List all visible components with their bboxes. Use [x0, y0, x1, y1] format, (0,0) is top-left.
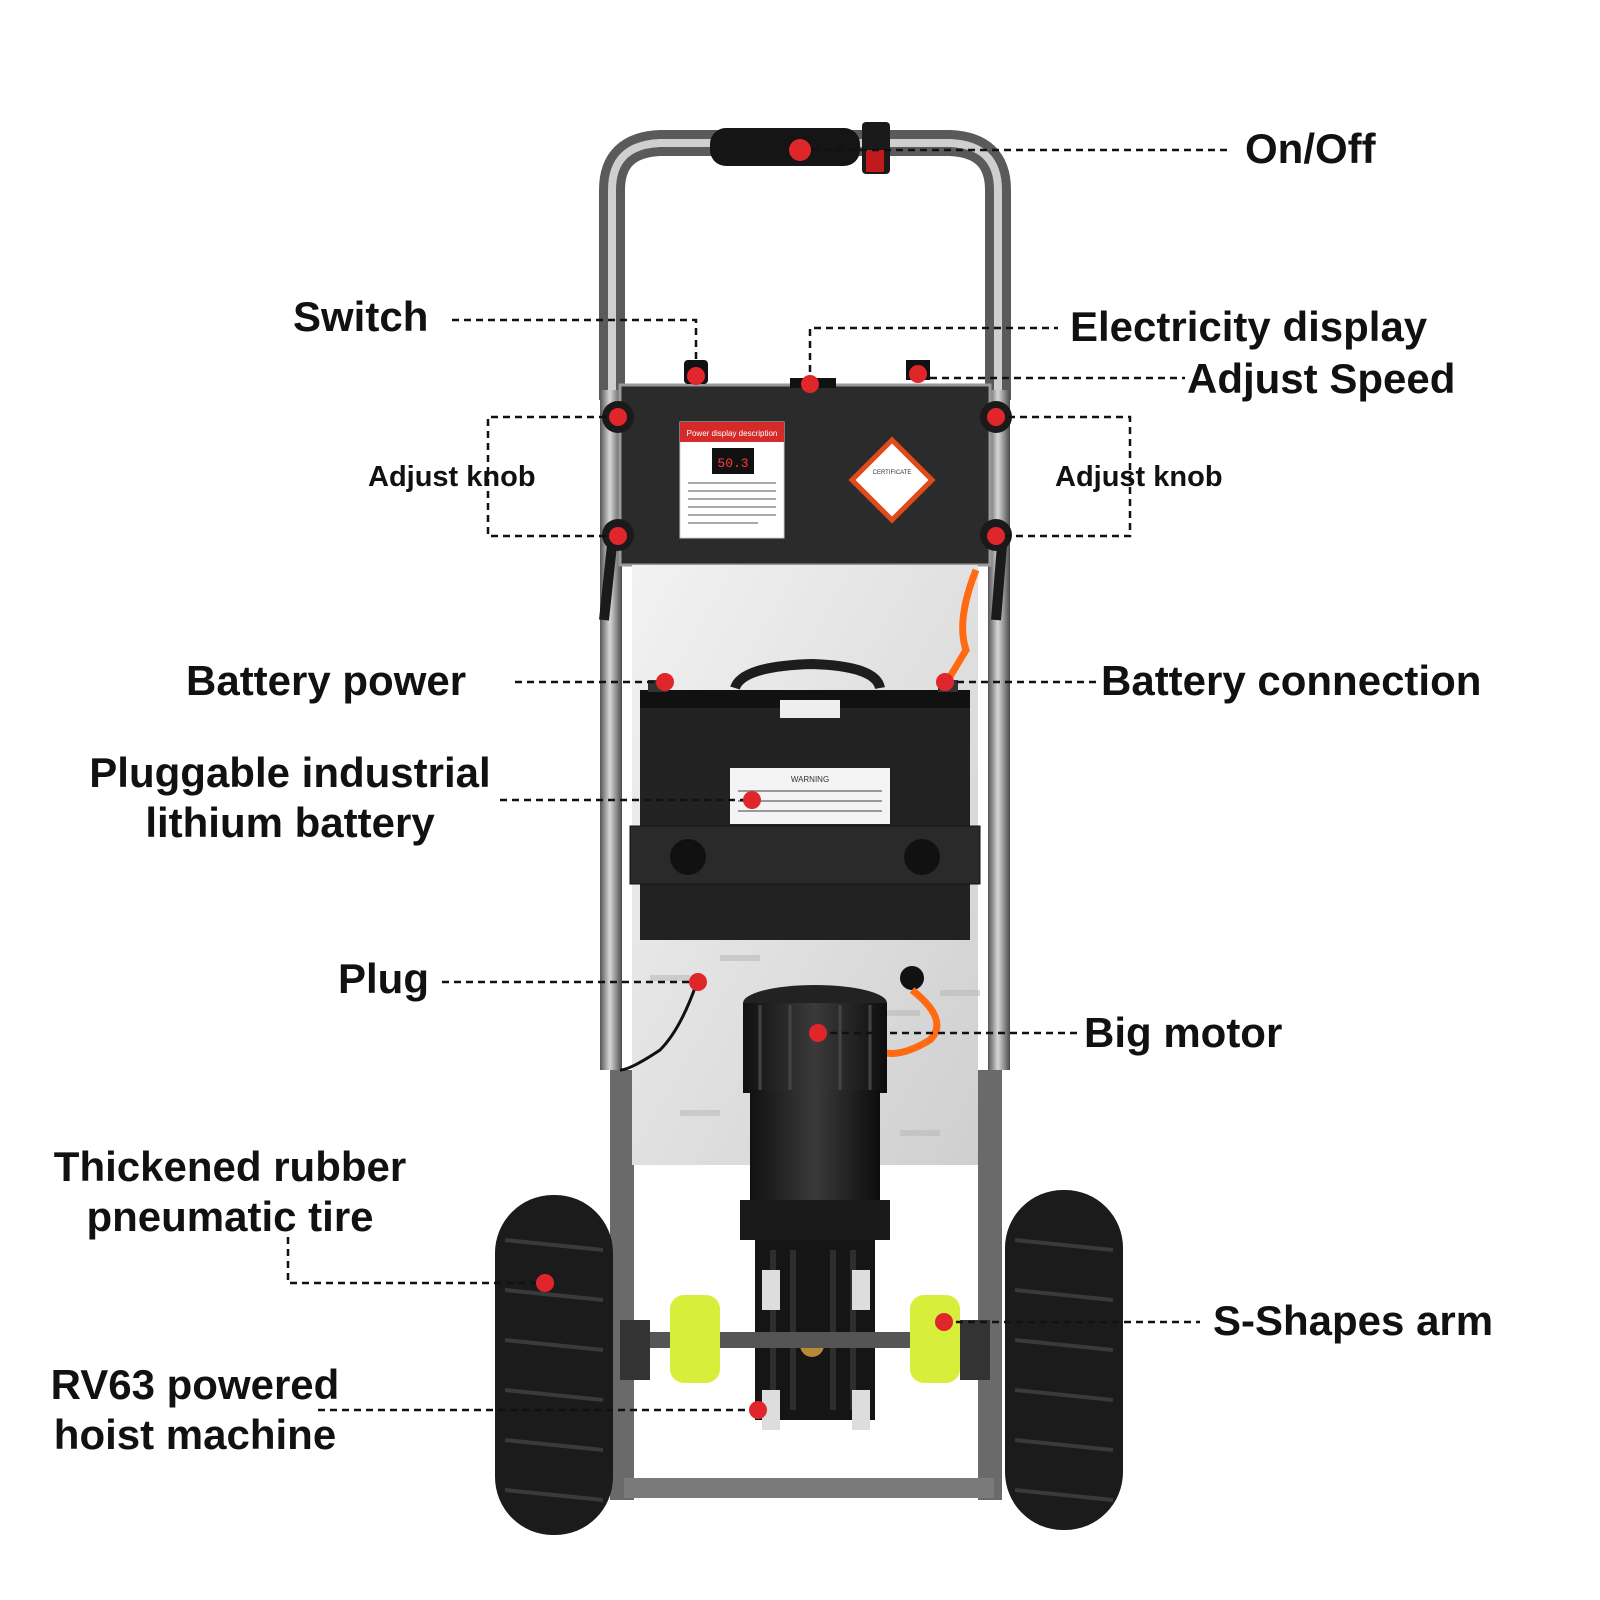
label-switch: Switch	[293, 293, 429, 340]
battery-cable	[944, 568, 980, 682]
tire-left	[495, 1195, 613, 1535]
handle-frame	[599, 122, 1011, 400]
battery-knob-icon[interactable]	[904, 839, 940, 875]
label-tire-line1: Thickened rubber	[53, 1143, 407, 1190]
motor-cable	[880, 987, 941, 1057]
label-adjust-knob-left: Adjust knob	[368, 461, 536, 493]
side-rails	[600, 390, 1010, 1500]
warning-label: WARNING	[791, 775, 829, 784]
certificate-sticker: CERTIFICATE	[848, 436, 936, 524]
s-shapes-arm	[620, 1295, 990, 1383]
battery-knob-icon[interactable]	[670, 839, 706, 875]
plug-cable	[619, 984, 698, 1072]
power-display-title: Power display description	[687, 429, 778, 438]
label-adjust-speed: Adjust Speed	[1187, 355, 1456, 402]
big-motor	[740, 985, 890, 1430]
marker-dots	[536, 139, 1005, 1419]
control-panel: Power display description 50.3 CERTIFICA…	[599, 360, 1012, 621]
label-adjust-knob-right: Adjust knob	[1055, 461, 1223, 493]
roller-left	[670, 1295, 720, 1383]
label-big-motor: Big motor	[1084, 1009, 1283, 1056]
grip	[710, 128, 860, 166]
leader-lines	[286, 148, 1228, 1412]
label-lithium-battery-line2: lithium battery	[145, 799, 435, 847]
svg-text:CERTIFICATE: CERTIFICATE	[873, 470, 912, 476]
roller-right	[910, 1295, 960, 1383]
label-battery-connection: Battery connection	[1101, 657, 1482, 704]
label-hoist-line1: RV63 powered	[50, 1361, 340, 1408]
label-hoist-machine: RV63 powered hoist machine	[30, 1360, 360, 1461]
label-electricity-display: Electricity display	[1070, 303, 1428, 350]
label-lithium-battery: Pluggable industrial lithium battery	[70, 748, 510, 849]
tire-right	[1005, 1190, 1123, 1530]
label-on-off: On/Off	[1245, 125, 1376, 172]
power-display-value: 50.3	[717, 456, 748, 471]
label-battery-power: Battery power	[186, 657, 467, 704]
motor-cable-socket	[900, 966, 924, 990]
label-pneumatic-tire: Thickened rubber pneumatic tire	[30, 1142, 430, 1243]
label-lithium-battery-line1: Pluggable industrial	[89, 749, 491, 796]
lithium-battery: WARNING	[629, 658, 981, 940]
label-tire-line2: pneumatic tire	[86, 1193, 374, 1241]
label-hoist-line2: hoist machine	[53, 1411, 337, 1459]
on-off-switch[interactable]	[866, 150, 884, 172]
label-plug: Plug	[338, 955, 429, 1002]
label-s-shapes-arm: S-Shapes arm	[1213, 1297, 1494, 1344]
